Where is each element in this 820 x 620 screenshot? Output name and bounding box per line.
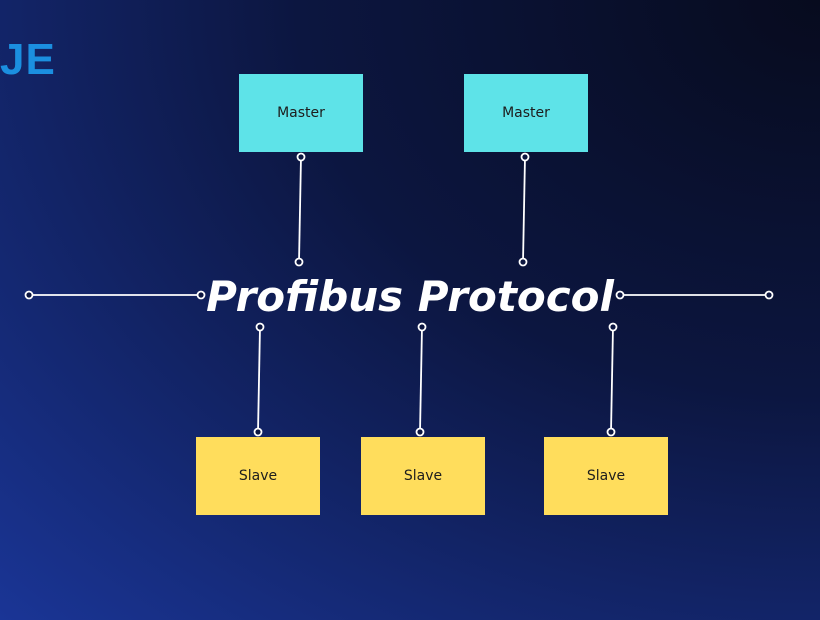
master-bus-port-1 <box>294 257 304 267</box>
master-node-1: Master <box>239 74 363 152</box>
slave-port-3 <box>606 427 616 437</box>
master-node-2: Master <box>464 74 588 152</box>
master-connector-1 <box>298 156 302 263</box>
slave-connector-2 <box>419 326 423 433</box>
master-connector-2 <box>522 156 526 263</box>
slave-node-2: Slave <box>361 437 485 515</box>
slave-connector-3 <box>610 326 614 433</box>
master-port-1 <box>296 152 306 162</box>
company-logo: JE <box>0 35 56 84</box>
slave-bus-port-2 <box>417 322 427 332</box>
slave-connector-1 <box>257 326 261 433</box>
master-label: Master <box>502 105 550 121</box>
slave-port-1 <box>253 427 263 437</box>
slave-port-2 <box>415 427 425 437</box>
slave-bus-port-3 <box>608 322 618 332</box>
diagram-title: Profibus Protocol <box>206 271 614 321</box>
slave-node-3: Slave <box>544 437 668 515</box>
slave-bus-port-1 <box>255 322 265 332</box>
slave-label: Slave <box>238 468 278 484</box>
bus-endpoint-left <box>24 290 34 300</box>
slave-label: Slave <box>586 468 626 484</box>
master-port-2 <box>520 152 530 162</box>
master-label: Master <box>277 105 325 121</box>
bus-joint-right <box>615 290 625 300</box>
master-bus-port-2 <box>518 257 528 267</box>
bus-endpoint-right <box>764 290 774 300</box>
slave-node-1: Slave <box>196 437 320 515</box>
slave-label: Slave <box>403 468 443 484</box>
bus-joint-left <box>196 290 206 300</box>
